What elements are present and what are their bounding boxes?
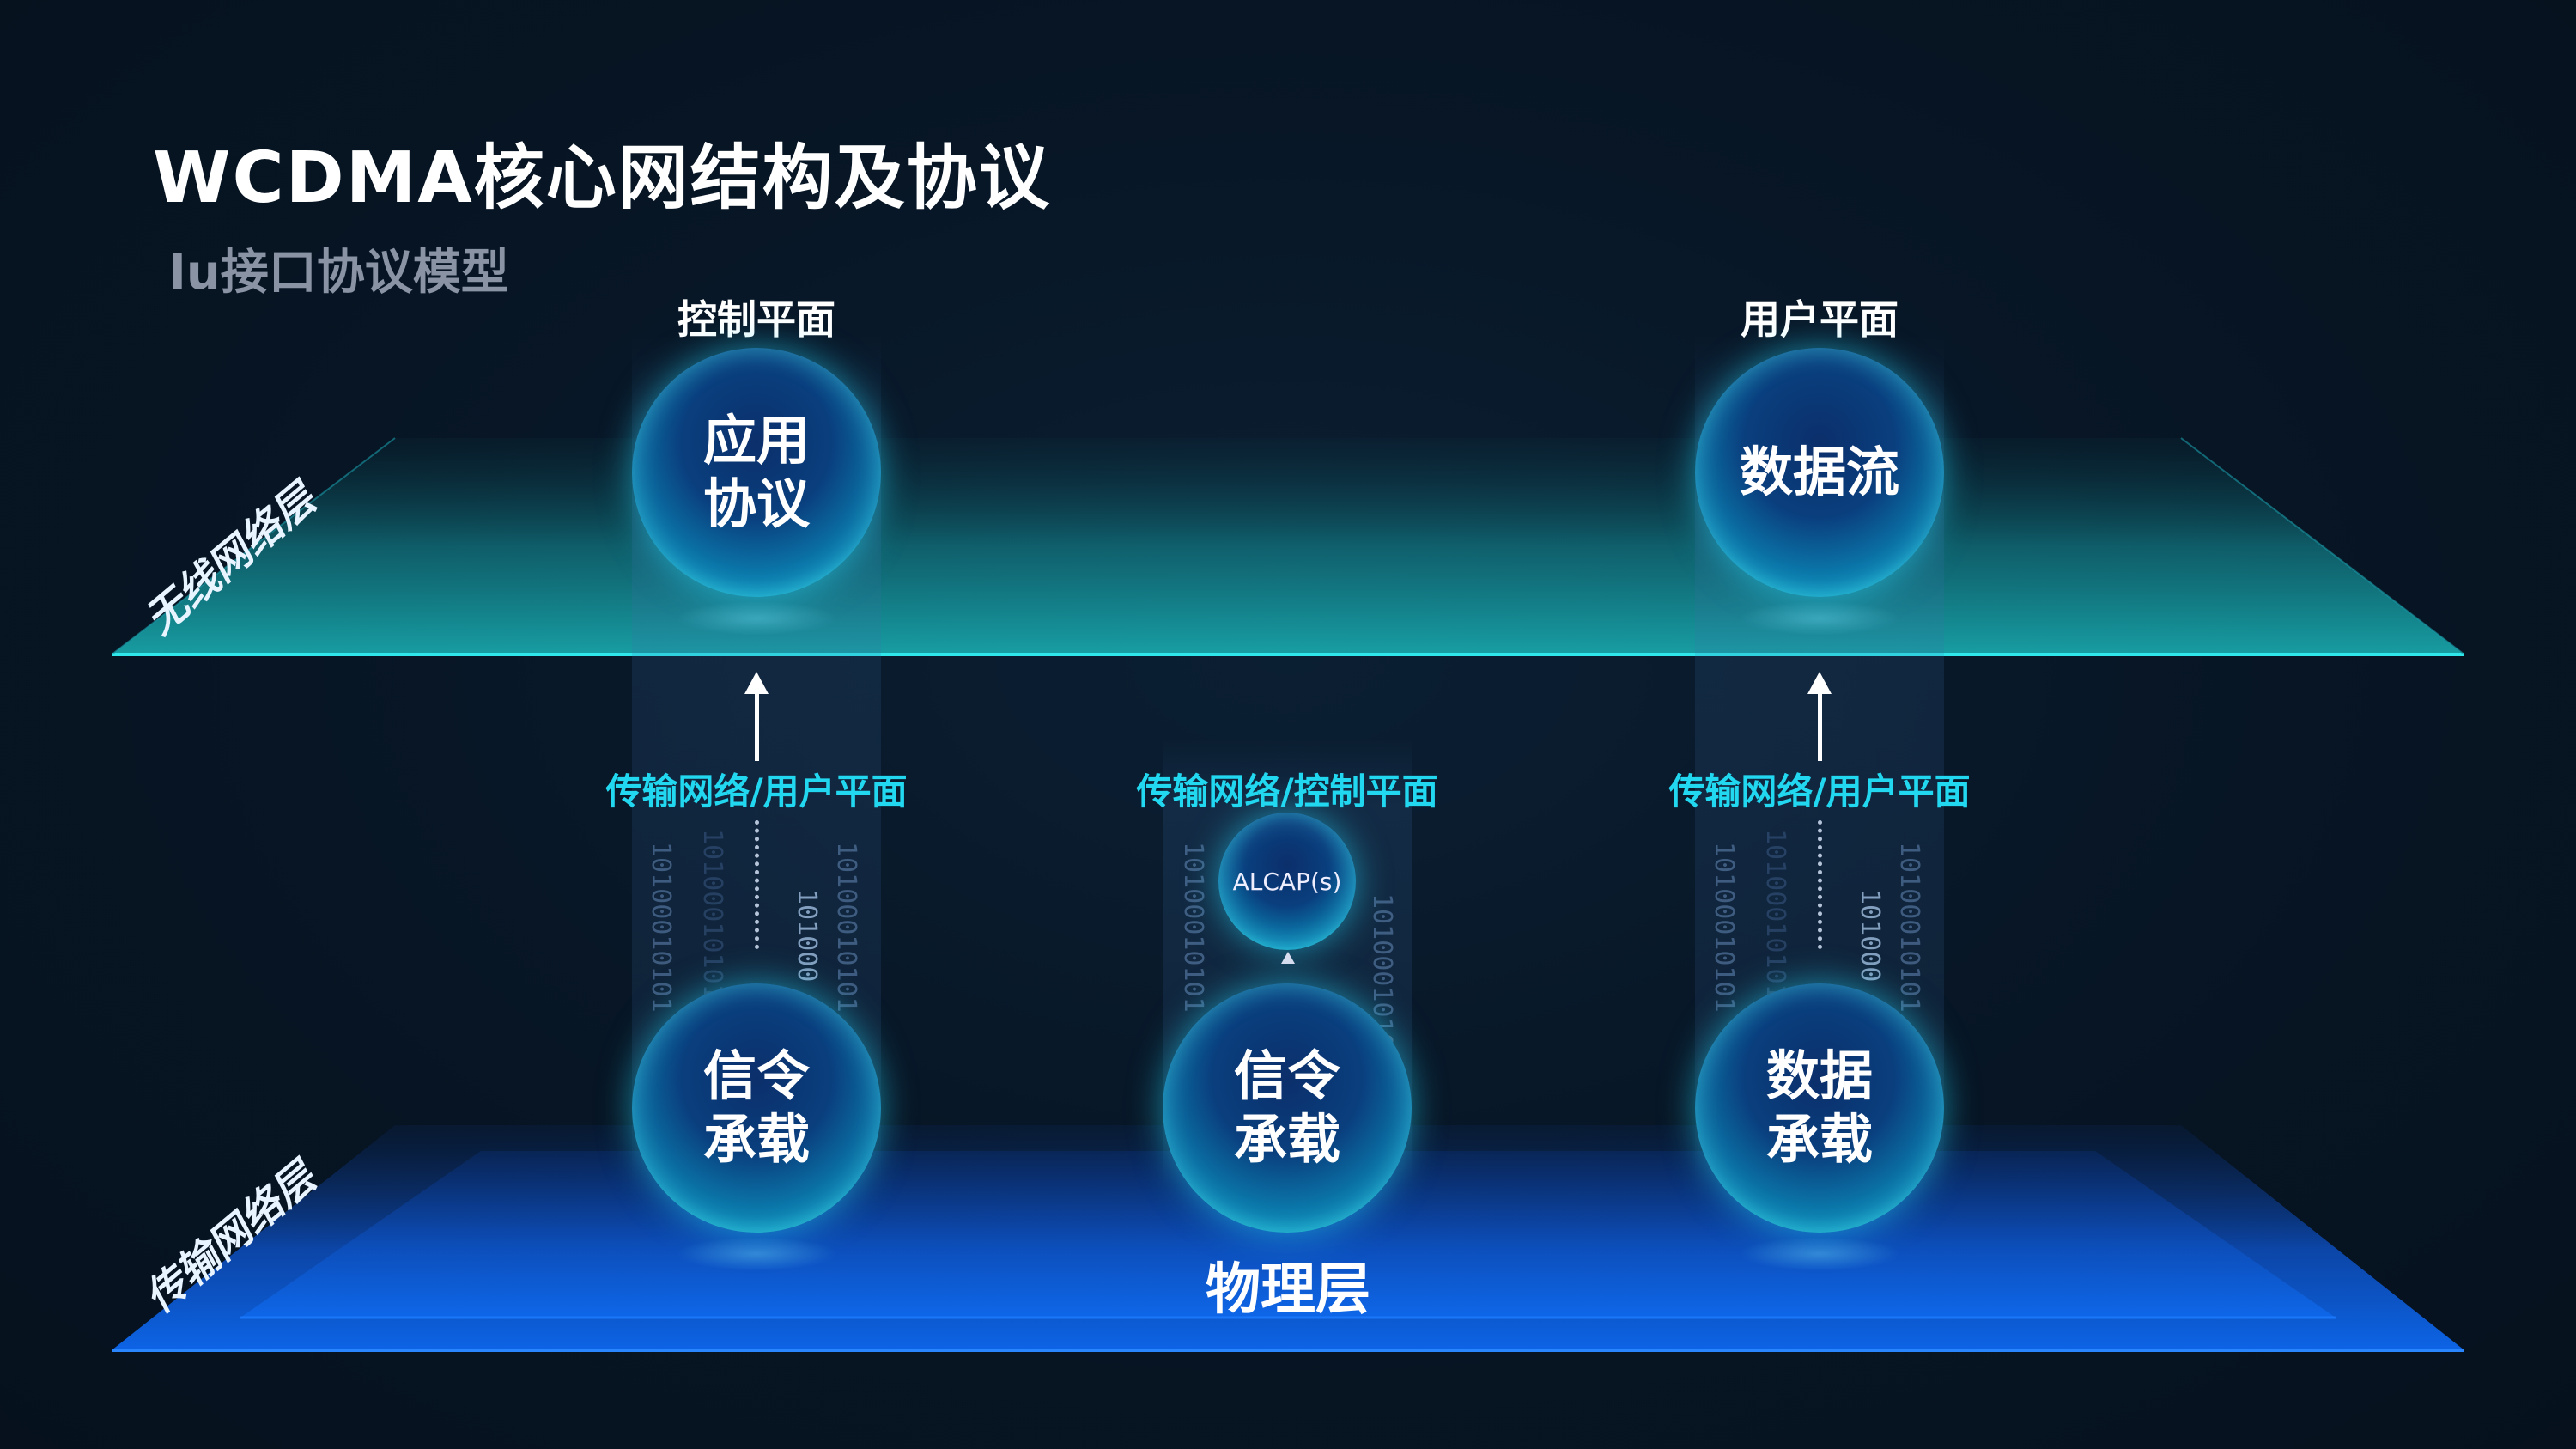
binary-stream: 101000 bbox=[792, 889, 822, 983]
binary-stream: 10100010101 bbox=[1894, 842, 1924, 1013]
binary-stream: 101000 bbox=[1855, 889, 1885, 983]
signaling-bearer-sphere: 信令 承载 bbox=[1163, 983, 1412, 1233]
arrow-up-icon bbox=[744, 672, 769, 694]
binary-stream: 10100010101 bbox=[1760, 829, 1790, 1000]
page-subtitle: Iu接口协议模型 bbox=[168, 245, 509, 301]
control-plane-header: 控制平面 bbox=[677, 296, 835, 343]
data-bearer-label: 数据 承载 bbox=[1765, 1044, 1873, 1171]
arrow-up-icon bbox=[1281, 952, 1295, 964]
data-bearer-sphere: 数据 承载 bbox=[1695, 983, 1944, 1233]
reflection bbox=[675, 1237, 838, 1271]
binary-stream: 10100010101 bbox=[646, 842, 676, 1013]
data-flow-label: 数据流 bbox=[1739, 441, 1899, 503]
reflection bbox=[1738, 601, 1901, 636]
dotted-connector bbox=[755, 820, 759, 949]
transport-user-plane-label: 传输网络/用户平面 bbox=[605, 770, 908, 813]
reflection bbox=[675, 601, 838, 636]
signaling-bearer-label: 信令 承载 bbox=[1233, 1044, 1340, 1171]
signaling-bearer-label: 信令 承载 bbox=[702, 1044, 810, 1171]
binary-stream: 10100010101 bbox=[1178, 842, 1208, 1013]
user-plane-header: 用户平面 bbox=[1741, 296, 1899, 343]
arrow-shaft bbox=[1818, 692, 1822, 761]
app-protocol-label: 应用 协议 bbox=[702, 409, 810, 535]
arrow-up-icon bbox=[1807, 672, 1832, 694]
wireless-plane bbox=[112, 438, 2464, 654]
arrow-shaft bbox=[755, 692, 759, 761]
page-title: WCDMA核心网结构及协议 bbox=[153, 137, 1051, 219]
signaling-bearer-sphere: 信令 承载 bbox=[632, 983, 881, 1233]
data-flow-sphere: 数据流 bbox=[1695, 348, 1944, 597]
transport-user-plane-label: 传输网络/用户平面 bbox=[1668, 770, 1971, 813]
binary-stream: 10100010101 bbox=[1709, 842, 1739, 1013]
physical-layer-label: 物理层 bbox=[1206, 1258, 1370, 1322]
reflection bbox=[1738, 1237, 1901, 1271]
dotted-connector bbox=[1818, 820, 1822, 949]
app-protocol-sphere: 应用 协议 bbox=[632, 348, 881, 597]
binary-stream: 10100010101 bbox=[831, 842, 861, 1013]
alcap-label: ALCAP(s) bbox=[1232, 867, 1342, 896]
binary-stream: 10100010101 bbox=[697, 829, 727, 1000]
transport-control-plane-label: 传输网络/控制平面 bbox=[1136, 770, 1438, 813]
alcap-sphere: ALCAP(s) bbox=[1218, 813, 1356, 950]
